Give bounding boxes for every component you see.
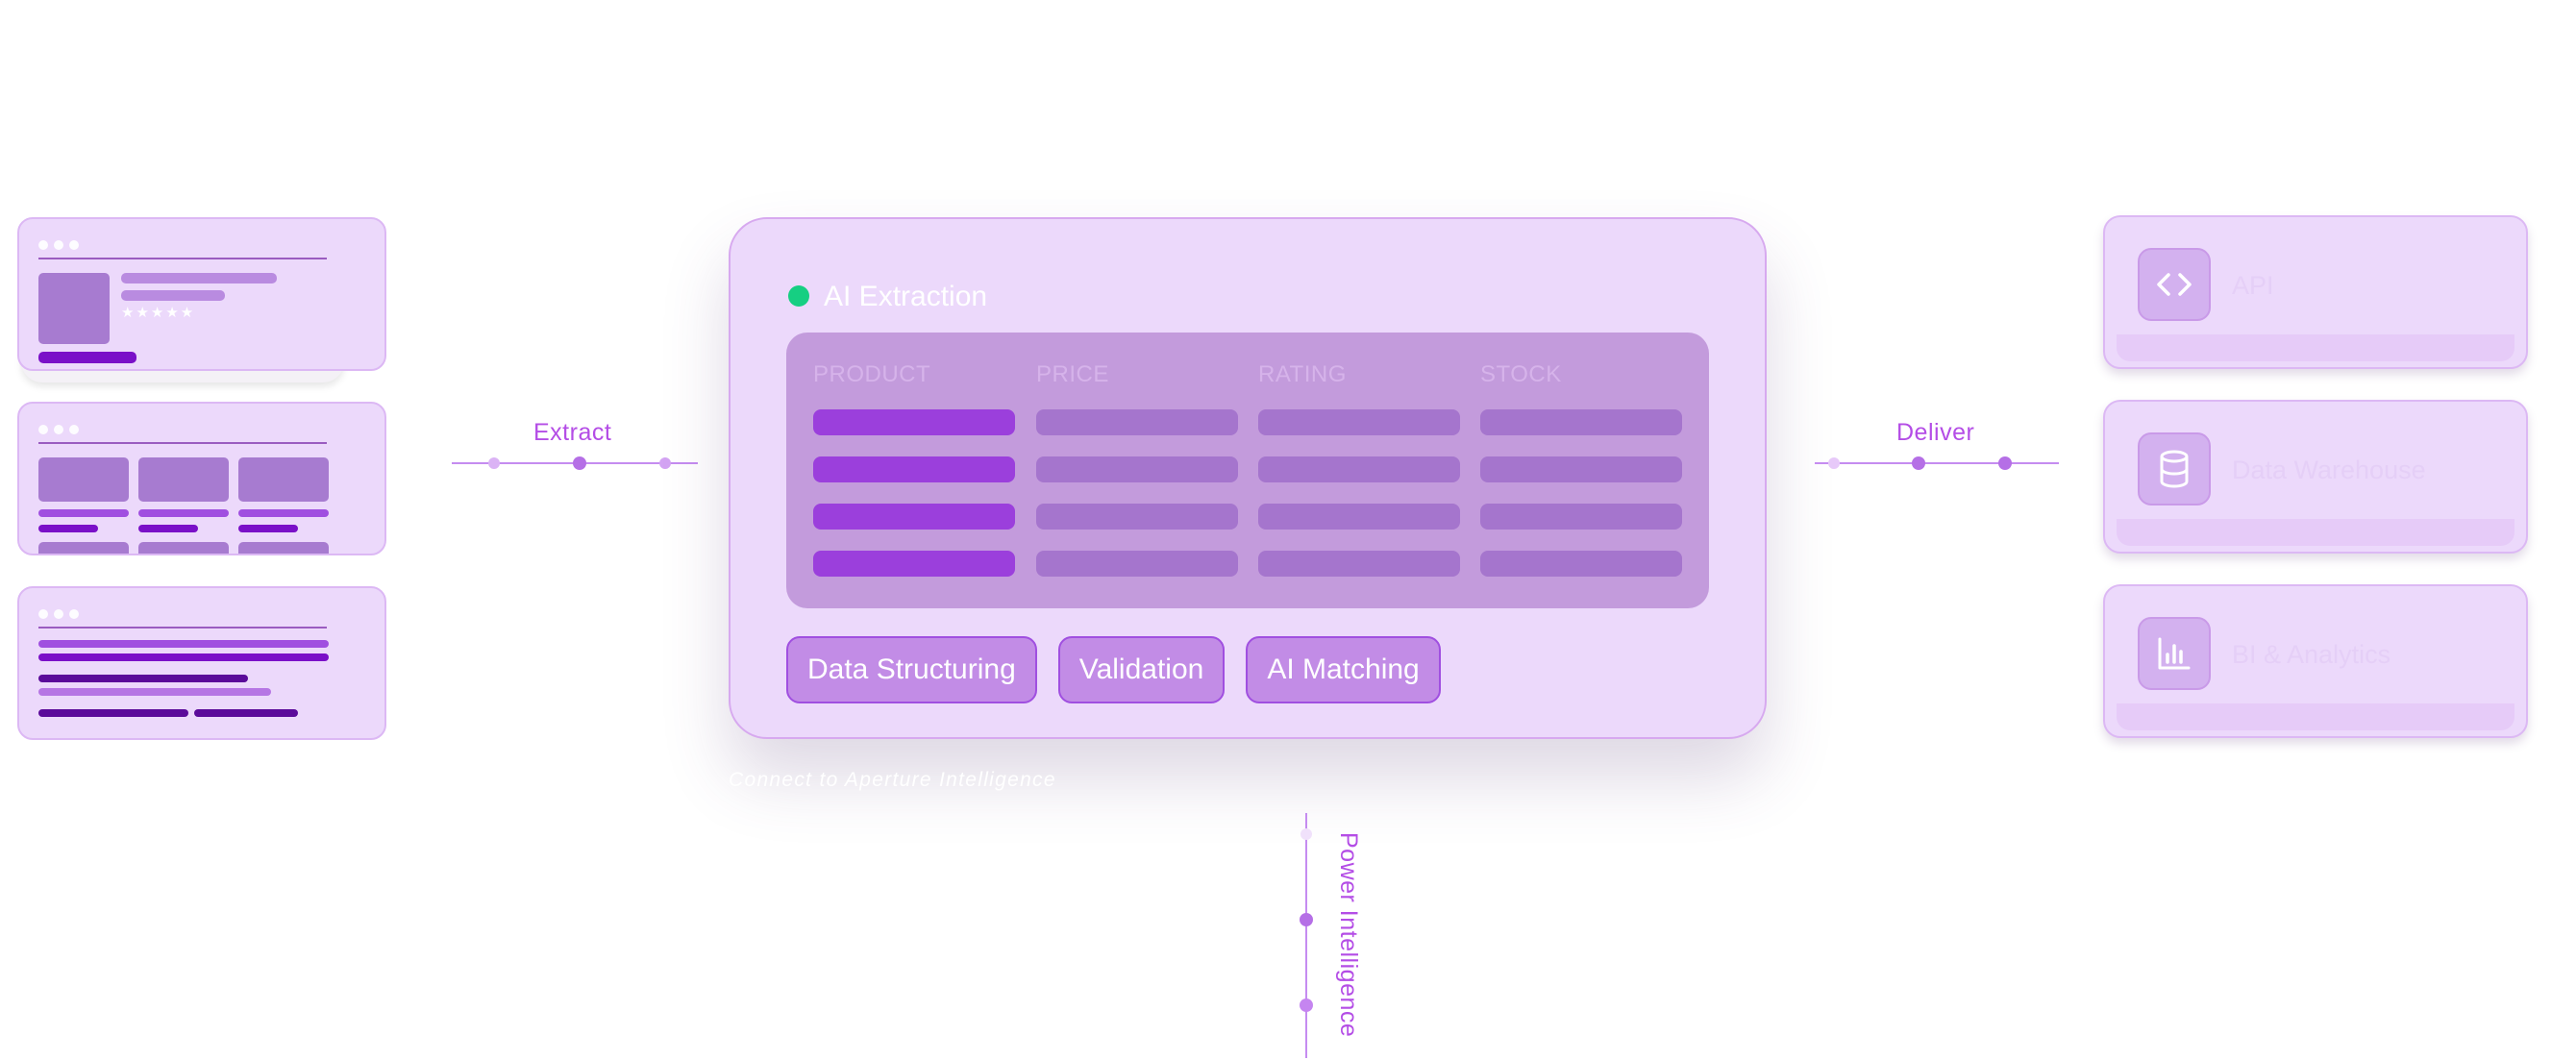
table-cell (1480, 551, 1682, 577)
product-image-placeholder (38, 273, 110, 344)
extract-label: Extract (533, 419, 611, 447)
database-icon (2138, 432, 2211, 505)
table-cell (813, 456, 1015, 482)
source-card-text-document (17, 586, 386, 740)
rating-stars: ★★★★★ (121, 304, 195, 321)
destination-label: Data Warehouse (2232, 456, 2426, 485)
window-dots (38, 240, 79, 250)
connector-node (1828, 457, 1840, 469)
grid-image (138, 457, 229, 502)
chip-ai-matching[interactable]: AI Matching (1246, 636, 1440, 703)
connector-node (488, 457, 500, 469)
code-icon (2138, 248, 2211, 321)
source-card-product-grid (17, 402, 386, 555)
text-line (121, 290, 225, 301)
column-header-price: PRICE (1036, 361, 1109, 388)
source-card-product-page: ★★★★★ (17, 217, 386, 371)
grid-image (38, 542, 129, 555)
chip-data-structuring[interactable]: Data Structuring (786, 636, 1037, 703)
price-line (138, 525, 198, 532)
table-cell (1036, 456, 1238, 482)
table-cell (1036, 551, 1238, 577)
table-cell (1036, 504, 1238, 530)
text-line (138, 509, 229, 517)
power-intelligence-label: Power Intelligence (1334, 832, 1362, 1037)
deliver-label: Deliver (1896, 419, 1974, 447)
table-cell (1480, 409, 1682, 435)
text-line (38, 509, 129, 517)
table-cell (1258, 504, 1460, 530)
caption: Connect to Aperture Intelligence (729, 769, 1056, 792)
buy-button-placeholder (38, 352, 136, 363)
table-cell (813, 409, 1015, 435)
deliver-connector-line (1815, 462, 2059, 464)
destination-label: BI & Analytics (2232, 640, 2390, 670)
divider (38, 627, 327, 629)
text-line (38, 675, 248, 682)
table-cell (813, 504, 1015, 530)
table-cell (1480, 456, 1682, 482)
text-line (38, 709, 188, 717)
divider (38, 258, 327, 259)
destination-api[interactable]: API (2103, 215, 2528, 369)
grid-image (138, 542, 229, 555)
connector-node (659, 457, 671, 469)
connector-node (1300, 913, 1313, 926)
price-line (238, 525, 298, 532)
text-line (194, 709, 298, 717)
destination-label: API (2232, 271, 2274, 301)
price-line (38, 525, 98, 532)
connector-node (1300, 998, 1313, 1012)
window-dots (38, 425, 79, 434)
divider (38, 442, 327, 444)
column-header-stock: STOCK (1480, 361, 1562, 388)
processing-steps: Data Structuring Validation AI Matching (786, 636, 1441, 703)
connector-node (573, 456, 586, 470)
connector-node (1912, 456, 1925, 470)
destination-data-warehouse[interactable]: Data Warehouse (2103, 400, 2528, 554)
bar-chart-icon (2138, 617, 2211, 690)
extracted-data-table: PRODUCT PRICE RATING STOCK (786, 333, 1709, 608)
text-line (121, 273, 277, 283)
grid-image (238, 457, 329, 502)
table-cell (1258, 551, 1460, 577)
text-line (238, 509, 329, 517)
table-cell (1036, 409, 1238, 435)
column-header-rating: RATING (1258, 361, 1347, 388)
table-cell (1258, 456, 1460, 482)
connector-node (1300, 828, 1312, 840)
chip-validation[interactable]: Validation (1058, 636, 1226, 703)
status-indicator (788, 285, 809, 307)
column-header-product: PRODUCT (813, 361, 930, 388)
table-cell (1480, 504, 1682, 530)
window-dots (38, 609, 79, 619)
text-line (38, 688, 271, 696)
ai-extraction-card: AI Extraction PRODUCT PRICE RATING STOCK… (729, 217, 1767, 739)
text-line (38, 640, 329, 648)
table-cell (813, 551, 1015, 577)
table-cell (1258, 409, 1460, 435)
grid-image (38, 457, 129, 502)
grid-image (238, 542, 329, 555)
connector-node (1998, 456, 2012, 470)
text-line (38, 653, 329, 661)
card-title: AI Extraction (824, 281, 987, 313)
destination-bi-analytics[interactable]: BI & Analytics (2103, 584, 2528, 738)
power-intelligence-connector-line (1305, 813, 1307, 1058)
